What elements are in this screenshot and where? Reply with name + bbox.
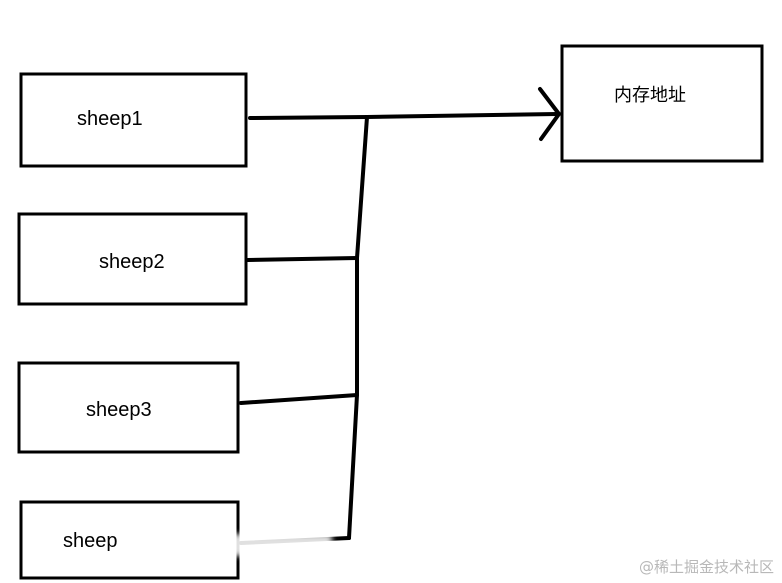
connector-sheep3: [239, 393, 359, 405]
box-memory-address: [560, 44, 764, 163]
label-sheep1: sheep1: [77, 108, 143, 130]
connector-sheep2: [246, 256, 359, 262]
label-sheep3: sheep3: [86, 399, 152, 421]
connector-sheep1: [248, 112, 559, 120]
box-sheep1: [19, 72, 248, 168]
connector-trunk: [347, 115, 369, 540]
box-sheep3: [17, 361, 240, 454]
smudge-overlay: [122, 534, 332, 556]
label-memory-address: 内存地址: [614, 85, 686, 106]
box-sheep2: [17, 212, 248, 306]
watermark-text: @稀土掘金技术社区: [638, 558, 774, 576]
label-sheep4: sheep: [63, 530, 118, 552]
arrowhead: [538, 87, 561, 141]
label-sheep2: sheep2: [99, 251, 165, 273]
